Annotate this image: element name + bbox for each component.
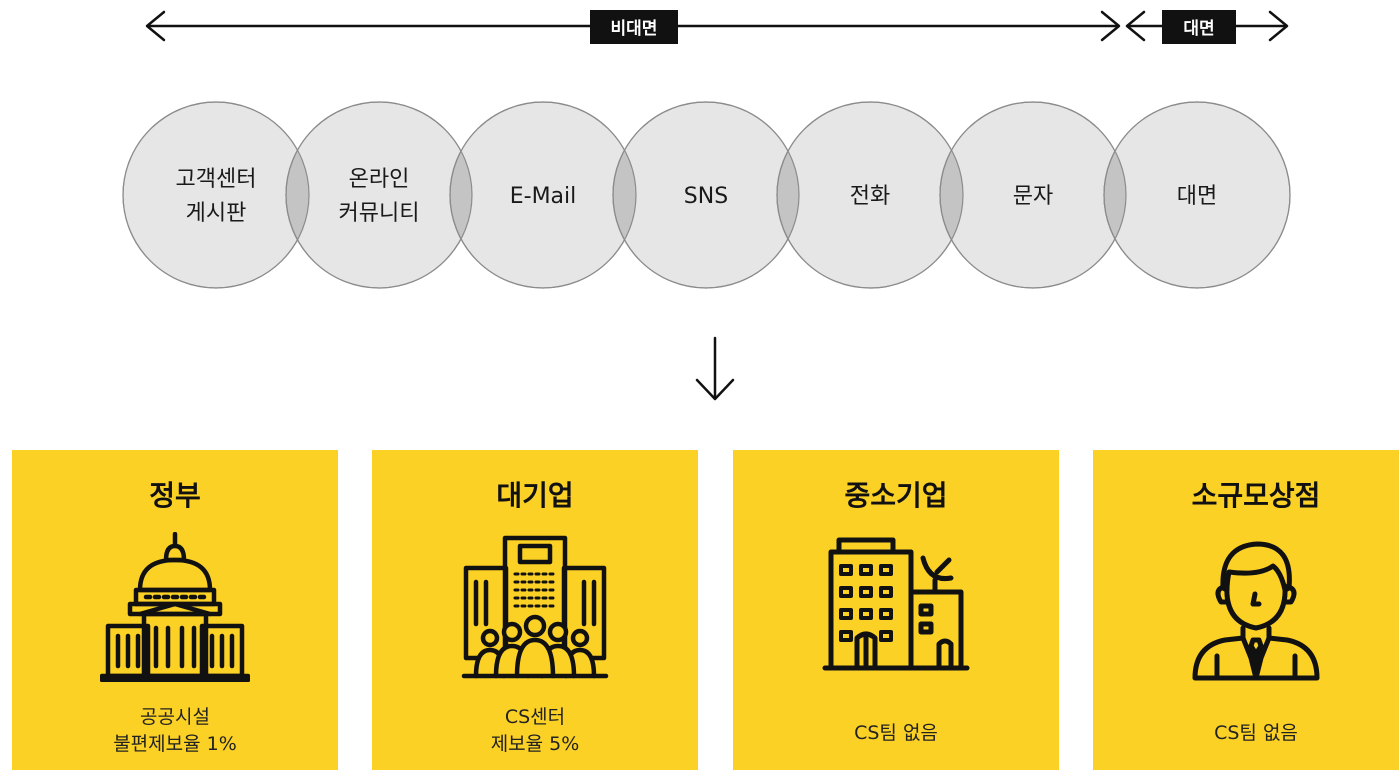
card-sme: 중소기업 CS팀 없음	[733, 450, 1059, 770]
card-title: 중소기업	[844, 479, 948, 512]
card-large-company: 대기업 CS센터 제보율 5%	[372, 450, 698, 770]
office-towers-crowd-icon	[461, 535, 609, 679]
channel-label: 고객센터	[176, 167, 257, 192]
card-government: 정부 공공시설 불편제보율 1%	[12, 450, 338, 770]
svg-text:비대면: 비대면	[611, 19, 658, 39]
channel-label: 전화	[850, 184, 890, 209]
down-arrow-icon	[695, 336, 735, 401]
channel-label: 커뮤니티	[339, 201, 420, 226]
card-title: 대기업	[496, 479, 574, 512]
channel-circle-board	[122, 101, 310, 289]
card-title: 정부	[149, 479, 201, 512]
channel-label: SNS	[684, 184, 728, 209]
card-description: CS팀 없음	[1214, 722, 1298, 744]
face-label: 대면	[1162, 10, 1236, 44]
channel-label: E-Mail	[510, 184, 577, 209]
svg-text:대면: 대면	[1183, 19, 1214, 39]
channel-label: 온라인	[349, 167, 410, 192]
channel-diagram: 비대면 대면 고객센터 게시판 온라인 커뮤니티 E-Mail SNS 전화 문…	[122, 10, 1291, 401]
card-small-shop: 소규모상점 CS팀 없음	[1093, 450, 1399, 770]
capitol-building-icon	[100, 532, 250, 682]
shopkeeper-person-icon	[1192, 541, 1320, 681]
card-title: 소규모상점	[1191, 479, 1321, 512]
channel-circle-community	[285, 101, 473, 289]
channel-label: 대면	[1177, 184, 1217, 209]
card-description: CS센터 제보율 5%	[490, 706, 580, 755]
small-office-building-icon	[822, 537, 970, 671]
card-description: CS팀 없음	[854, 722, 938, 744]
card-description: 공공시설 불편제보율 1%	[113, 706, 237, 755]
channel-label: 문자	[1013, 184, 1053, 209]
nonface-label: 비대면	[590, 10, 678, 44]
channel-label: 게시판	[186, 201, 247, 226]
